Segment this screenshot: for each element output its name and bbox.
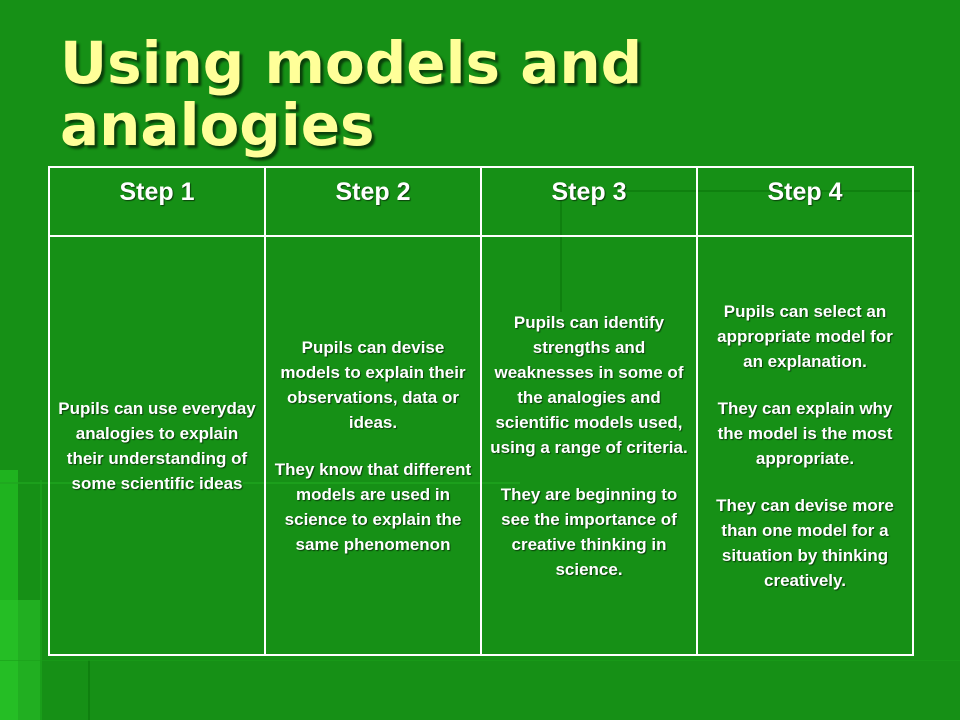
- slide-title: Using models and analogies: [60, 29, 643, 159]
- cell-step-4-text-3: They can devise more than one model for …: [716, 495, 894, 590]
- content-row: Pupils can use everyday analogies to exp…: [48, 235, 914, 656]
- cell-step-4: Pupils can select an appropriate model f…: [696, 235, 914, 656]
- cell-step-2-text-2: They know that different models are used…: [274, 459, 472, 554]
- header-step-3: Step 3: [480, 166, 698, 237]
- steps-table: Step 1 Step 2 Step 3 Step 4 Pupils can u…: [48, 166, 914, 656]
- cell-step-3-text-1: Pupils can identify strengths and weakne…: [490, 312, 688, 457]
- cell-step-1: Pupils can use everyday analogies to exp…: [48, 235, 266, 656]
- header-row: Step 1 Step 2 Step 3 Step 4: [48, 166, 914, 237]
- header-step-1: Step 1: [48, 166, 266, 237]
- cell-step-2-text-1: Pupils can devise models to explain thei…: [280, 337, 466, 432]
- cell-step-3-text-2: They are beginning to see the importance…: [500, 484, 678, 579]
- cell-step-2: Pupils can devise models to explain thei…: [264, 235, 482, 656]
- cell-step-1-text-1: Pupils can use everyday analogies to exp…: [58, 398, 256, 493]
- cell-step-3: Pupils can identify strengths and weakne…: [480, 235, 698, 656]
- cell-step-4-text-1: Pupils can select an appropriate model f…: [717, 301, 893, 371]
- header-step-4: Step 4: [696, 166, 914, 237]
- header-step-2: Step 2: [264, 166, 482, 237]
- cell-step-4-text-2: They can explain why the model is the mo…: [717, 398, 893, 468]
